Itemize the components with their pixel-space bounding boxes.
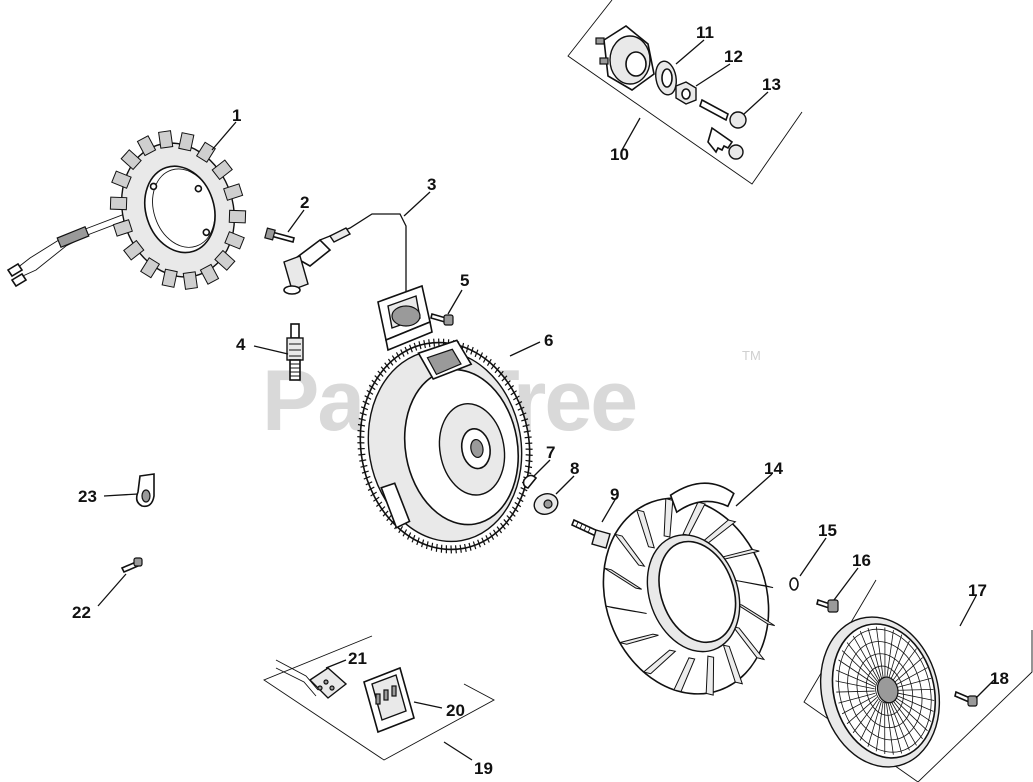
callout-1: 1 <box>232 106 241 125</box>
washer-part-15 <box>789 577 799 591</box>
callout-2: 2 <box>300 193 309 212</box>
callout-8: 8 <box>570 459 579 478</box>
callout-12: 12 <box>724 47 743 66</box>
callout-20: 20 <box>446 701 465 720</box>
callout-11: 11 <box>696 23 714 42</box>
callout-19: 19 <box>474 759 493 778</box>
fan-part <box>602 482 775 696</box>
callout-13: 13 <box>762 75 781 94</box>
screw-part-2 <box>264 227 295 243</box>
callout-6: 6 <box>544 331 553 350</box>
flywheel-part <box>357 338 533 554</box>
callout-15: 15 <box>818 521 837 540</box>
key-switch-group <box>567 0 803 185</box>
callout-14: 14 <box>764 459 783 478</box>
callout-3: 3 <box>427 175 436 194</box>
callout-16: 16 <box>852 551 871 570</box>
screw-part-22 <box>120 557 143 574</box>
callout-22: 22 <box>72 603 91 622</box>
screw-part-5 <box>430 313 454 326</box>
watermark-trademark: TM <box>742 348 761 363</box>
grass-screen-part <box>803 579 1033 782</box>
ignition-module-part <box>283 213 433 352</box>
callout-21: 21 <box>348 649 367 668</box>
screw-part-18 <box>954 690 978 707</box>
washer-part <box>533 493 559 515</box>
stator-part <box>6 130 247 290</box>
callout-7: 7 <box>546 443 555 462</box>
woodruff-key-part <box>522 474 538 489</box>
spark-plug-part <box>286 323 304 381</box>
callout-5: 5 <box>460 271 469 290</box>
leader-lines <box>97 39 995 761</box>
screw-part-16 <box>816 598 839 613</box>
callout-10: 10 <box>610 145 629 164</box>
callout-9: 9 <box>610 485 619 504</box>
bolt-part-9 <box>570 518 611 549</box>
callout-numbers: 1 2 3 4 5 6 7 8 9 10 11 12 13 14 15 16 1… <box>72 23 1009 778</box>
callout-4: 4 <box>236 335 246 354</box>
callout-18: 18 <box>990 669 1009 688</box>
clamp-part <box>135 473 155 508</box>
rectifier-regulator-group <box>263 635 495 761</box>
callout-17: 17 <box>968 581 987 600</box>
callout-23: 23 <box>78 487 97 506</box>
